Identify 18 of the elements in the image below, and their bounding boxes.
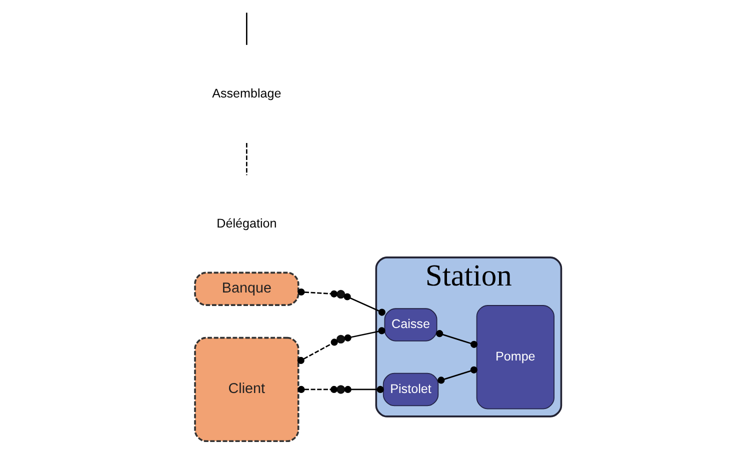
connector	[436, 330, 478, 348]
node-box: Pistolet	[382, 372, 438, 406]
connector	[296, 338, 338, 364]
node-circle	[336, 334, 345, 344]
node-box: Caisse	[384, 308, 437, 342]
connector	[297, 386, 338, 394]
connector	[343, 293, 385, 316]
legend-label: Assemblage	[212, 86, 281, 100]
node-circle	[336, 385, 345, 394]
connector	[297, 288, 338, 298]
node-box: Client	[194, 336, 299, 442]
node-box: Pompe	[476, 305, 554, 410]
node-box: Banque	[194, 272, 299, 306]
legend-label: Délégation	[216, 216, 276, 231]
connector	[344, 327, 385, 342]
node-circle	[336, 290, 345, 299]
connector	[437, 366, 477, 384]
connector	[344, 386, 384, 394]
